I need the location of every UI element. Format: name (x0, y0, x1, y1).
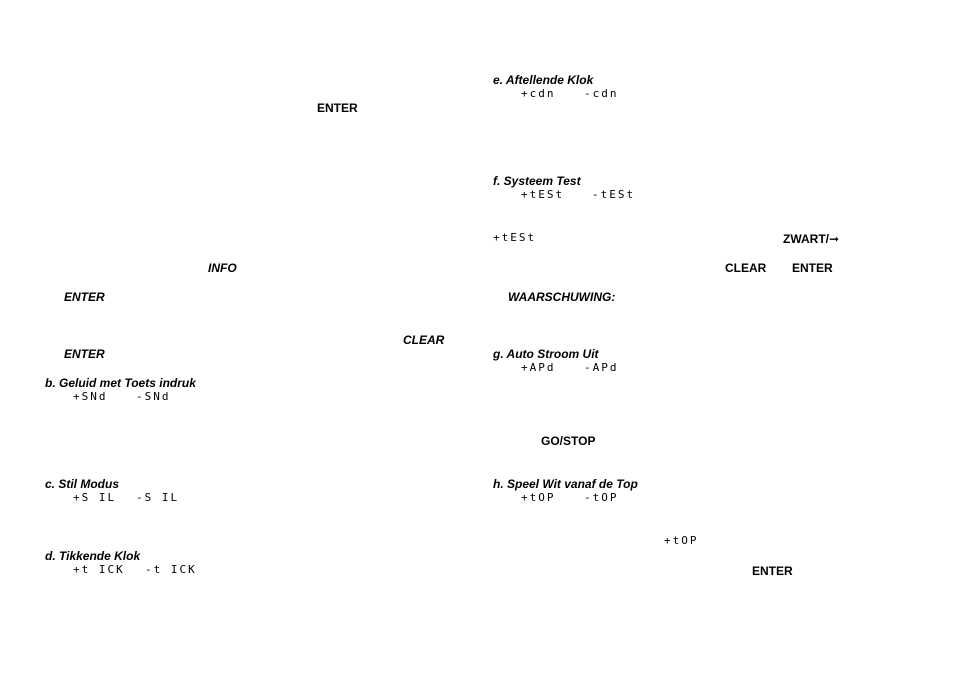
display-code-on: +t ICK (73, 563, 125, 576)
display-code-on: +cdn (521, 87, 556, 100)
display-code-off: -APd (584, 361, 619, 374)
display-code-off: -SNd (136, 390, 171, 403)
display-code-on: +SNd (73, 390, 108, 403)
section-f-heading: f. Systeem Test (493, 174, 581, 188)
display-code-top: +tOP (664, 534, 699, 547)
info-key-label: INFO (208, 261, 237, 275)
zwart-key-label: ZWART/➞ (783, 232, 840, 246)
section-c-heading: c. Stil Modus (45, 477, 120, 491)
display-code-off: -cdn (584, 87, 619, 100)
enter-key-label: ENTER (64, 290, 105, 304)
section-h-heading: h. Speel Wit vanaf de Top (493, 477, 638, 491)
display-code-off: -tESt (592, 188, 636, 201)
gostop-key-label: GO/STOP (541, 434, 596, 448)
display-code-on: +S IL (73, 491, 117, 504)
display-code-test: +tESt (493, 231, 537, 244)
clear-key-label: CLEAR (403, 333, 445, 347)
display-code-on: +APd (521, 361, 556, 374)
section-b-heading: b. Geluid met Toets indruk (45, 376, 196, 390)
display-code-off: -t ICK (145, 563, 197, 576)
display-code-on: +tESt (521, 188, 565, 201)
section-g-heading: g. Auto Stroom Uit (493, 347, 599, 361)
display-code-on: +tOP (521, 491, 556, 504)
enter-key-label: ENTER (752, 564, 793, 578)
section-e-heading: e. Aftellende Klok (493, 73, 594, 87)
enter-key-label: ENTER (64, 347, 105, 361)
enter-key-label: ENTER (792, 261, 833, 275)
display-code-off: -S IL (136, 491, 180, 504)
display-code-off: -tOP (584, 491, 619, 504)
enter-key-label: ENTER (317, 101, 358, 115)
clear-key-label: CLEAR (725, 261, 767, 275)
warning-label: WAARSCHUWING: (508, 290, 616, 304)
section-d-heading: d. Tikkende Klok (45, 549, 141, 563)
